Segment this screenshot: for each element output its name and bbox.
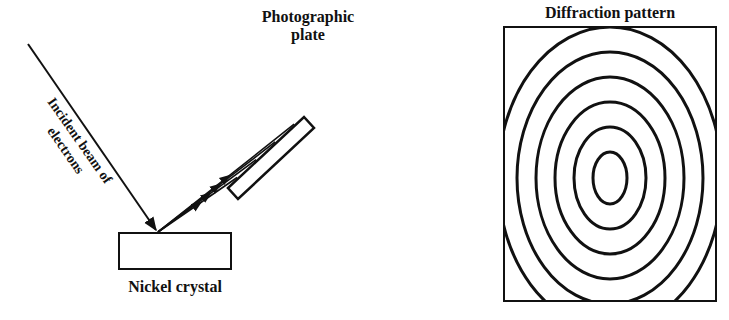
diffraction-ring [574, 127, 646, 229]
diffracted-ray [158, 124, 294, 232]
ring-pattern [505, 28, 715, 300]
plate-label: Photographic plate [258, 8, 358, 45]
crystal-block: Nickel crystal [118, 232, 232, 270]
pattern-screen: Diffraction pattern [503, 26, 717, 302]
diffraction-ring [536, 77, 684, 279]
diffraction-ring [505, 28, 715, 300]
diffraction-ring [517, 52, 703, 300]
diffraction-ring [555, 102, 665, 254]
pattern-heading: Diffraction pattern [545, 4, 675, 22]
plate-label-box: Photographic plate [258, 8, 358, 45]
crystal-label: Nickel crystal [128, 278, 222, 296]
diffraction-ring [593, 152, 627, 204]
photographic-plate [228, 117, 314, 199]
